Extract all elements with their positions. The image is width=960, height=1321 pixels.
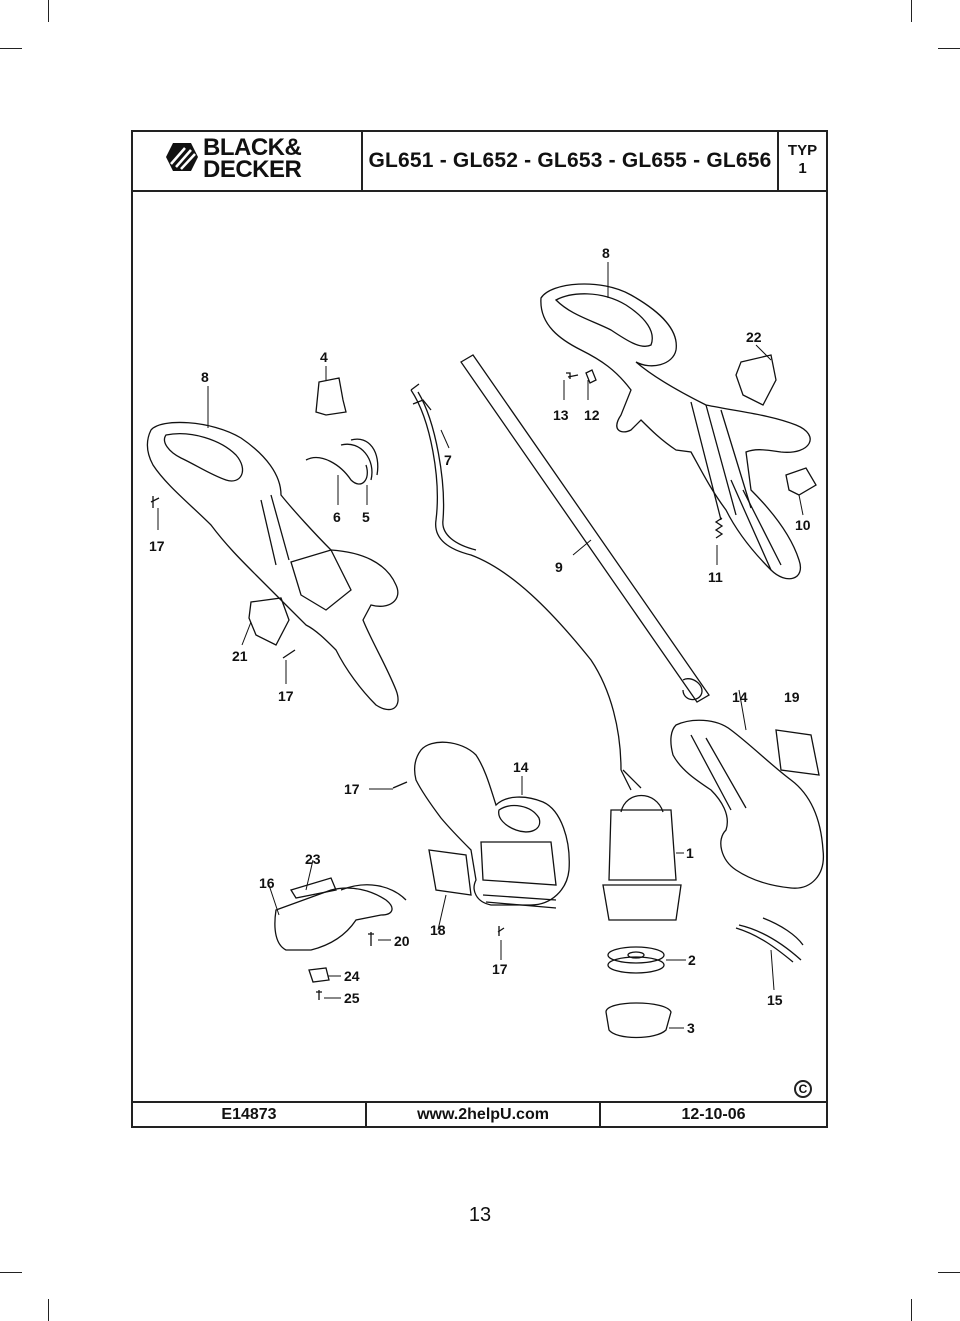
label-part-19 <box>775 729 820 776</box>
part-label: 21 <box>232 648 248 664</box>
sheet-footer: E14873 www.2helpU.com 12-10-06 <box>133 1101 826 1126</box>
pin-part-25 <box>316 990 322 1000</box>
typ-label: TYP <box>787 142 818 159</box>
cap-part-3 <box>605 1002 672 1039</box>
part-label: 15 <box>767 992 783 1008</box>
part-label: 7 <box>444 452 452 468</box>
part-label: 14 <box>732 689 748 705</box>
crop-mark <box>938 48 960 49</box>
crop-mark <box>938 1272 960 1273</box>
parts-sheet-frame: BLACK& DECKER GL651 - GL652 - GL653 - GL… <box>131 130 828 1128</box>
lower-handle-part <box>146 421 399 711</box>
upper-handle-part <box>540 283 811 580</box>
part-label: 22 <box>746 329 762 345</box>
part-label: 13 <box>553 407 569 423</box>
part-label: 23 <box>305 851 321 867</box>
brand-line2: DECKER <box>203 156 302 183</box>
brand-wordmark: BLACK& DECKER <box>203 134 302 183</box>
screw-part-17c <box>392 781 408 789</box>
brand-logo: BLACK& DECKER <box>133 132 363 190</box>
edge-guide-part-15 <box>735 917 804 963</box>
part-label: 1 <box>686 845 694 861</box>
crop-mark <box>911 1299 912 1321</box>
housing-half-part-14b <box>414 741 570 909</box>
screw-part-20 <box>368 932 374 946</box>
screw-part-17a <box>150 496 160 508</box>
wire-part-5 <box>340 438 379 481</box>
hexagon-logo-icon <box>166 143 198 171</box>
crop-mark <box>0 48 22 49</box>
part-label: 3 <box>687 1020 695 1036</box>
model-title: GL651 - GL652 - GL653 - GL655 - GL656 <box>363 132 779 190</box>
copyright-icon: C <box>794 1080 812 1098</box>
crop-mark <box>48 0 49 22</box>
part-label: 5 <box>362 509 370 525</box>
crop-mark <box>911 0 912 22</box>
part-label: 19 <box>784 689 800 705</box>
part-label: 17 <box>344 781 360 797</box>
screw-part-17d <box>497 926 505 936</box>
part-label: 25 <box>344 990 360 1006</box>
guard-part-16 <box>274 884 407 951</box>
part-label: 9 <box>555 559 563 575</box>
clip-part-24 <box>308 967 330 983</box>
part-label: 16 <box>259 875 275 891</box>
crop-mark <box>0 1272 22 1273</box>
housing-half-part-14a <box>670 719 825 889</box>
spring-part-11 <box>714 517 724 539</box>
part-label: 17 <box>492 961 508 977</box>
lock-button-part-10 <box>785 467 817 496</box>
part-label: 12 <box>584 407 600 423</box>
footer-website: www.2helpU.com <box>367 1103 601 1126</box>
part-number-labels: 8 4 22 8 13 12 7 6 5 17 10 9 11 21 17 14… <box>149 245 811 1036</box>
crop-mark <box>48 1299 49 1321</box>
part-label: 14 <box>513 759 529 775</box>
part-label: 17 <box>278 688 294 704</box>
part-label: 4 <box>320 349 328 365</box>
tube-part <box>460 354 710 703</box>
part-label: 8 <box>602 245 610 261</box>
screw-part-13 <box>566 372 579 379</box>
part-label: 10 <box>795 517 811 533</box>
page-number: 13 <box>468 1204 492 1226</box>
switch-part-21 <box>248 597 290 646</box>
leader-lines <box>157 262 804 1029</box>
typ-cell: TYP 1 <box>779 132 826 190</box>
exploded-parts-diagram: 8 4 22 8 13 12 7 6 5 17 10 9 11 21 17 14… <box>146 245 825 1039</box>
footer-code: E14873 <box>133 1103 367 1126</box>
footer-date: 12-10-06 <box>681 1106 746 1123</box>
typ-value: 1 <box>798 160 807 177</box>
sheet-header: BLACK& DECKER GL651 - GL652 - GL653 - GL… <box>133 132 826 192</box>
spool-part-2 <box>607 946 665 974</box>
part-label: 6 <box>333 509 341 525</box>
actuator-part-4 <box>315 377 347 416</box>
part-label: 18 <box>430 922 446 938</box>
brand-line1: BLACK& <box>203 134 302 161</box>
screw-part-17b <box>282 649 296 659</box>
part-label: 17 <box>149 538 165 554</box>
part-label: 2 <box>688 952 696 968</box>
part-label: 20 <box>394 933 410 949</box>
part-label: 11 <box>708 569 723 585</box>
switch-part-22 <box>735 354 777 406</box>
wire-part-6 <box>305 456 368 485</box>
part-label: 24 <box>344 968 360 984</box>
label-part-18 <box>428 849 472 896</box>
cable-part <box>410 383 642 791</box>
motor-part-1 <box>602 795 682 921</box>
part-label: 8 <box>201 369 209 385</box>
clip-part-12 <box>585 369 597 384</box>
label-part-23 <box>289 877 337 899</box>
